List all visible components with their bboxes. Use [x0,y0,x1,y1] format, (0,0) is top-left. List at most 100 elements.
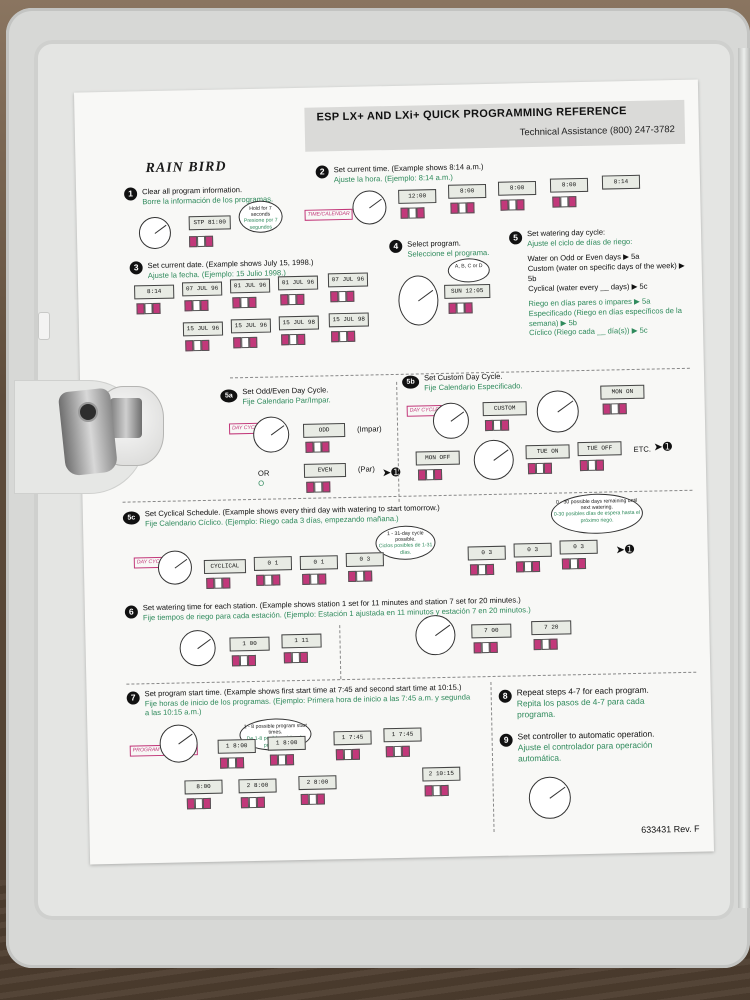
keypad-icon [331,330,361,343]
step-6-number: 6 [124,605,139,619]
display-cycle-1: 0 1 [253,556,293,571]
display-even: EVEN [303,463,347,478]
keypad-icon [283,651,314,664]
station-dial-icon [179,629,217,667]
keypad-icon [385,745,416,758]
step-7-text: Set program start time. (Example shows f… [144,682,475,718]
time-dial-icon [352,190,387,225]
step-7-number: 7 [126,691,140,705]
keypad-icon [231,654,262,667]
program-dial-icon [138,216,172,250]
display-station-1-11: 1 11 [281,633,322,649]
reference-banner: ESP LX+ AND LXi+ QUICK PROGRAMMING REFER… [304,99,686,152]
keypad-icon [469,563,500,576]
step-1-number: 1 [123,187,138,201]
keypad-icon [281,333,311,346]
step-9-text: Set controller to automatic operation. A… [517,728,688,764]
display-date-3: 01 JUL 96 [229,278,271,294]
step-5c-number: 5c [122,511,141,525]
keypad-icon [424,784,455,797]
day-cycle-dial-icon [536,390,580,433]
lock-nut [110,398,142,438]
keypad-icon [186,797,217,810]
quick-programming-reference-card: ESP LX+ AND LXi+ QUICK PROGRAMMING REFER… [73,79,715,865]
keypad-icon [184,299,214,312]
days-remaining-text-es: 0-30 posibles días de espera hasta el pr… [553,510,641,524]
keypad-icon [300,793,331,806]
keypad-icon [233,336,263,349]
keypad-icon [189,235,219,248]
auto-dial-icon [528,776,572,820]
or-label: OR O [258,469,270,489]
display-cycle-2: 0 1 [299,555,339,570]
door-latch-lever[interactable] [57,387,119,477]
time-calendar-tag: TIME/CALENDAR [304,208,353,221]
keypad-icon [400,207,430,219]
display-date-6: 15 JUL 96 [182,321,224,337]
keypad-icon [302,573,332,585]
display-start-2: 1 8:00 [267,735,306,751]
keypad-icon [306,481,336,493]
keypad-icon [280,293,310,306]
cycle-possible-callout: 1 - 31-day cycle possible. Ciclos posibl… [375,525,436,561]
abc-callout: A, B, C or D [447,257,491,283]
keypad-icon [602,403,633,415]
keypad-icon [185,339,215,352]
abc-text: A, B, C or D [454,263,483,270]
keypad-icon [450,202,480,214]
keypad-icon [269,754,300,766]
hold-text-es: Presione por 7 segundos [243,217,278,231]
cycle-possible-text: 1 - 31-day cycle possible. [386,530,424,544]
display-start-4: 1 7:45 [383,727,422,743]
step-5b-number: 5b [401,375,420,389]
keypad-icon [579,459,610,472]
station-dial-icon [415,614,456,656]
display-start-3: 1 7:45 [333,730,372,746]
keypad-icon [448,302,478,314]
step-1-text: Clear all program information. Borre la … [142,184,312,207]
display-tue-off: TUE OFF [577,441,622,457]
or-text: OR [257,468,270,478]
section-divider [396,381,400,502]
display-start-1: 1 8:00 [217,738,256,754]
go-to-step-6-arrow: ➤➊ [653,441,673,454]
door-clip-tab [38,312,50,340]
keypad-icon [561,558,592,570]
display-cycle-3: 0 3 [345,552,384,568]
display-time-3: 8:00 [497,180,537,196]
display-time-5: 8:14 [601,174,641,190]
rain-bird-logo: RAIN BIRD [145,159,227,177]
display-start-6: 2 8:00 [238,778,277,794]
display-date-2: 07 JUL 96 [181,281,223,297]
display-tue-on: TUE ON [525,444,570,460]
keypad-icon [500,199,530,211]
display-date-7: 15 JUL 96 [230,318,272,334]
step-8-text: Repeat steps 4-7 for each program. Repit… [517,684,678,720]
display-time-1: 12:00 [398,189,437,204]
display-odd: ODD [302,423,346,438]
step-6-text: Set watering time for each station. (Exa… [143,593,643,623]
keypad-icon [240,796,271,809]
keypad-icon [417,468,448,481]
keypad-icon [136,302,166,315]
display-program: SUN 12:05 [444,283,491,299]
step-5a-es: Fije Calendario Par/Impar. [242,395,331,406]
go-to-step-6-arrow: ➤➊ [615,543,635,557]
etc-label: ETC. [633,444,651,454]
hold-text: Hold for 7 seconds [249,205,272,219]
hold-callout: Hold for 7 seconds Presione por 7 segund… [238,200,283,234]
step-3-number: 3 [129,261,143,275]
display-cycle-6: 0 3 [559,539,598,555]
step-8-es: Repita los pasos de 4-7 para cada progra… [516,695,645,719]
display-date-5: 07 JUL 96 [327,272,369,288]
display-station-7-20: 7 20 [531,620,572,636]
keypad-icon [552,196,582,208]
display-time-2: 8:00 [447,184,487,199]
display-clear: STP 81:00 [188,215,231,231]
technical-assistance: Technical Assistance (800) 247-3782 [519,124,676,139]
display-cycle-5: 0 3 [513,542,552,558]
keypad-icon [527,462,558,475]
day-cycle-dial-icon [157,550,193,585]
step-5a-text: Set Odd/Even Day Cycle. Fije Calendario … [242,384,392,407]
keypad-icon [219,757,250,769]
